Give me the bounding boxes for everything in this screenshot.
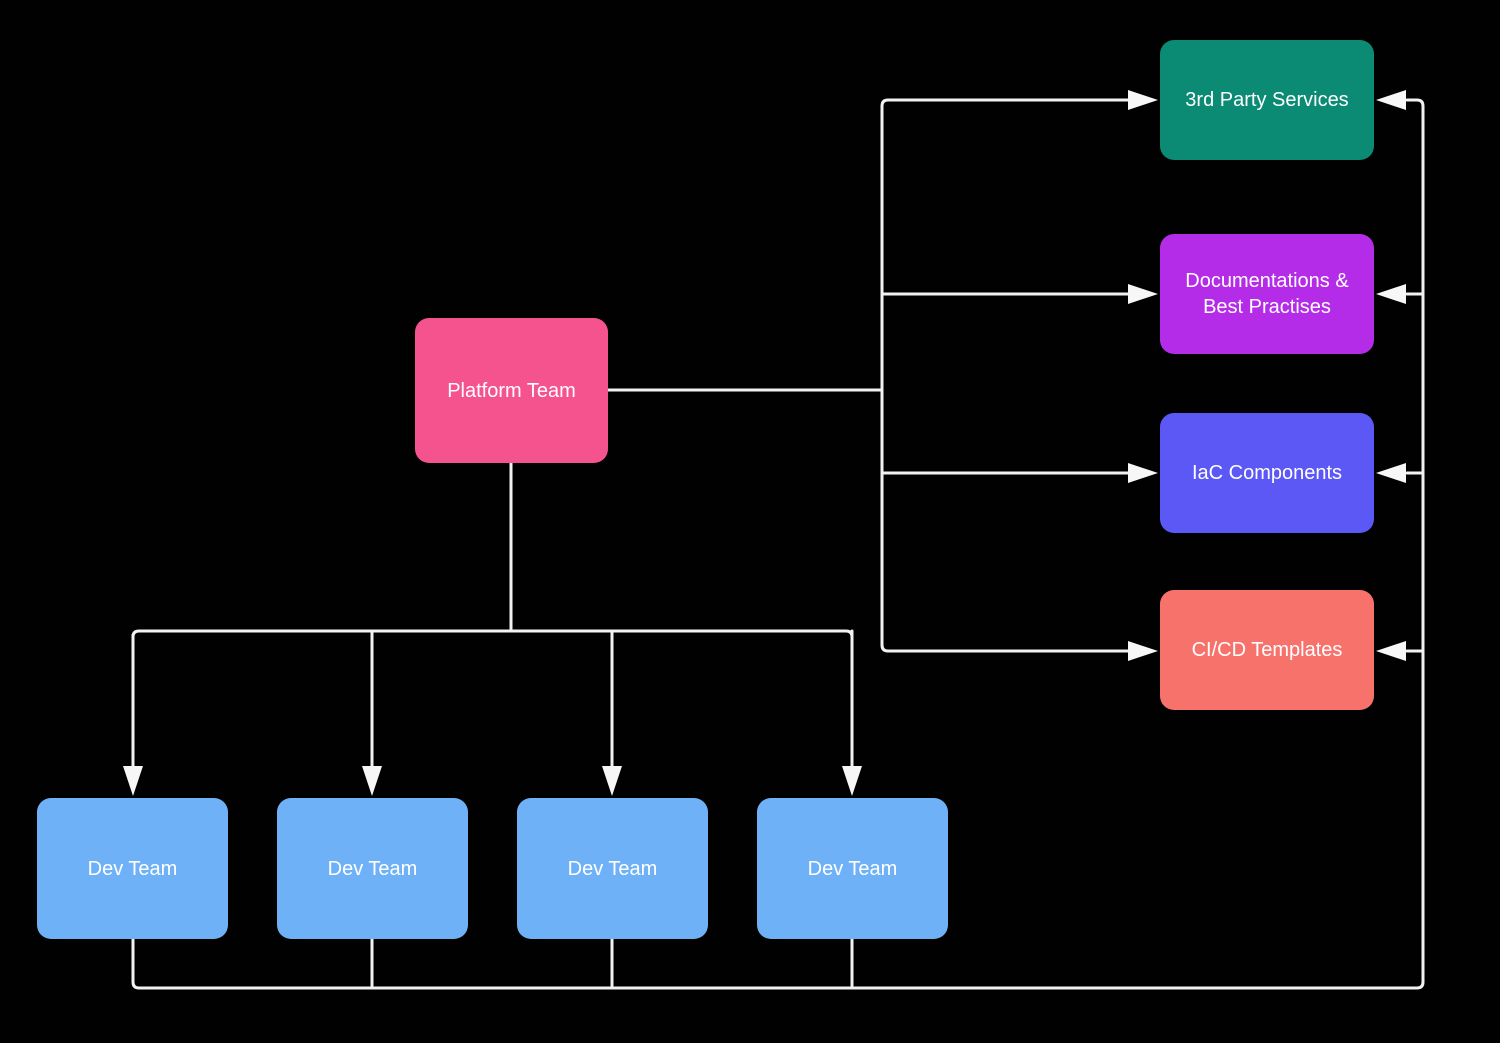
connector-hub-to-3rd-party <box>880 98 1130 392</box>
dev-team-node-4[interactable]: Dev Team <box>757 798 948 939</box>
arrowhead-into-dev-1 <box>123 766 143 796</box>
service-label-cicd-templates: CI/CD Templates <box>1191 639 1343 661</box>
connector-dev-rail <box>131 629 854 639</box>
connector-bottom-bus <box>131 98 1425 990</box>
service-label-iac-components: IaC Components <box>1191 462 1343 484</box>
arrowhead-into-cicd-left <box>1128 641 1158 661</box>
dev-team-label-1: Dev Team <box>87 857 178 880</box>
arrowheads <box>123 90 1406 796</box>
arrowhead-into-iac-right <box>1376 463 1406 483</box>
service-node-documentations-best-practises[interactable]: Documentations & Best Practises <box>1160 234 1374 354</box>
arrowhead-into-dev-2 <box>362 766 382 796</box>
arrowhead-into-cicd-right <box>1376 641 1406 661</box>
arrowhead-into-docs-right <box>1376 284 1406 304</box>
arrowhead-into-3rd-party-right <box>1376 90 1406 110</box>
connector-hub-to-cicd <box>880 388 1130 653</box>
dev-team-label-2: Dev Team <box>327 857 418 880</box>
service-node-iac-components[interactable]: IaC Components <box>1160 413 1374 533</box>
dev-team-node-3[interactable]: Dev Team <box>517 798 708 939</box>
arrowhead-into-dev-3 <box>602 766 622 796</box>
platform-team-label: Platform Team <box>447 379 576 402</box>
platform-team-node[interactable]: Platform Team <box>415 318 608 463</box>
arrowhead-into-docs-left <box>1128 284 1158 304</box>
arrowhead-into-3rd-party-left <box>1128 90 1158 110</box>
service-node-3rd-party-services[interactable]: 3rd Party Services <box>1160 40 1374 160</box>
dev-team-label-4: Dev Team <box>807 857 898 880</box>
dev-team-node-2[interactable]: Dev Team <box>277 798 468 939</box>
dev-team-node-1[interactable]: Dev Team <box>37 798 228 939</box>
dev-team-label-3: Dev Team <box>567 857 658 880</box>
arrowhead-into-dev-4 <box>842 766 862 796</box>
service-label-documentations-best-practises: Documentations & Best Practises <box>1185 270 1349 318</box>
connector-lines <box>131 98 1425 990</box>
arrowhead-into-iac-left <box>1128 463 1158 483</box>
service-node-cicd-templates[interactable]: CI/CD Templates <box>1160 590 1374 710</box>
service-label-3rd-party-services: 3rd Party Services <box>1185 89 1349 111</box>
